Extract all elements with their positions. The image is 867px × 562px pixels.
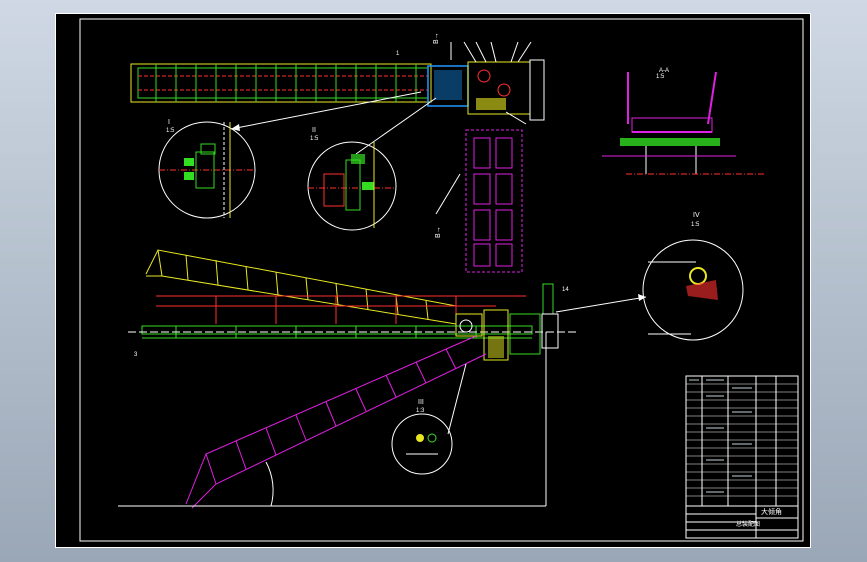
detail-ii-scale: 1:5 — [310, 136, 319, 142]
drawing-subtitle: 总装配图 — [736, 520, 760, 528]
detail-i-label: I — [168, 119, 170, 126]
detail-iii-circle — [391, 413, 453, 475]
detail-iv-label: IV — [693, 212, 700, 219]
section-aa-view — [602, 71, 766, 175]
callout-14: 14 — [562, 287, 569, 293]
drive-head-unit — [455, 283, 559, 361]
detail-ii-label: II — [312, 127, 316, 134]
leader-ii — [355, 97, 437, 155]
section-view-frames — [465, 129, 523, 273]
angle-arc — [265, 461, 274, 507]
leader-iv — [555, 296, 647, 313]
title-block — [685, 505, 799, 539]
parts-list-table — [685, 375, 799, 507]
detail-i-scale: 1:5 — [166, 128, 175, 134]
section-aa-label: A-A — [659, 68, 669, 74]
detail-iii-label: III — [418, 399, 424, 406]
direction-label-top: B→ — [433, 32, 440, 44]
inclined-magenta-conveyor — [185, 335, 487, 509]
inner-border — [79, 18, 804, 542]
cad-drawing: B→ 1 I 1:5 II 1:5 B→ — [79, 18, 804, 542]
leader-iii — [447, 363, 467, 435]
drawing-sheet: B→ 1 I 1:5 II 1:5 B→ — [55, 13, 811, 548]
elevation-yellow-conveyor — [145, 249, 457, 325]
detail-iii-scale: 1:3 — [416, 408, 425, 414]
callout-3: 3 — [134, 352, 138, 358]
callout-1: 1 — [396, 51, 400, 57]
leader-i — [230, 91, 422, 130]
drawing-title: 大倾角 — [761, 507, 782, 516]
detail-iv-scale: 1:5 — [691, 222, 700, 228]
detail-i-circle — [158, 121, 256, 219]
section-aa-scale: 1:5 — [656, 74, 665, 80]
detail-ii-circle — [307, 141, 397, 231]
top-plan-view — [130, 41, 545, 125]
direction-label-mid: B→ — [435, 226, 442, 238]
detail-iv-circle — [642, 239, 744, 341]
elevation-red-frame — [156, 295, 526, 324]
